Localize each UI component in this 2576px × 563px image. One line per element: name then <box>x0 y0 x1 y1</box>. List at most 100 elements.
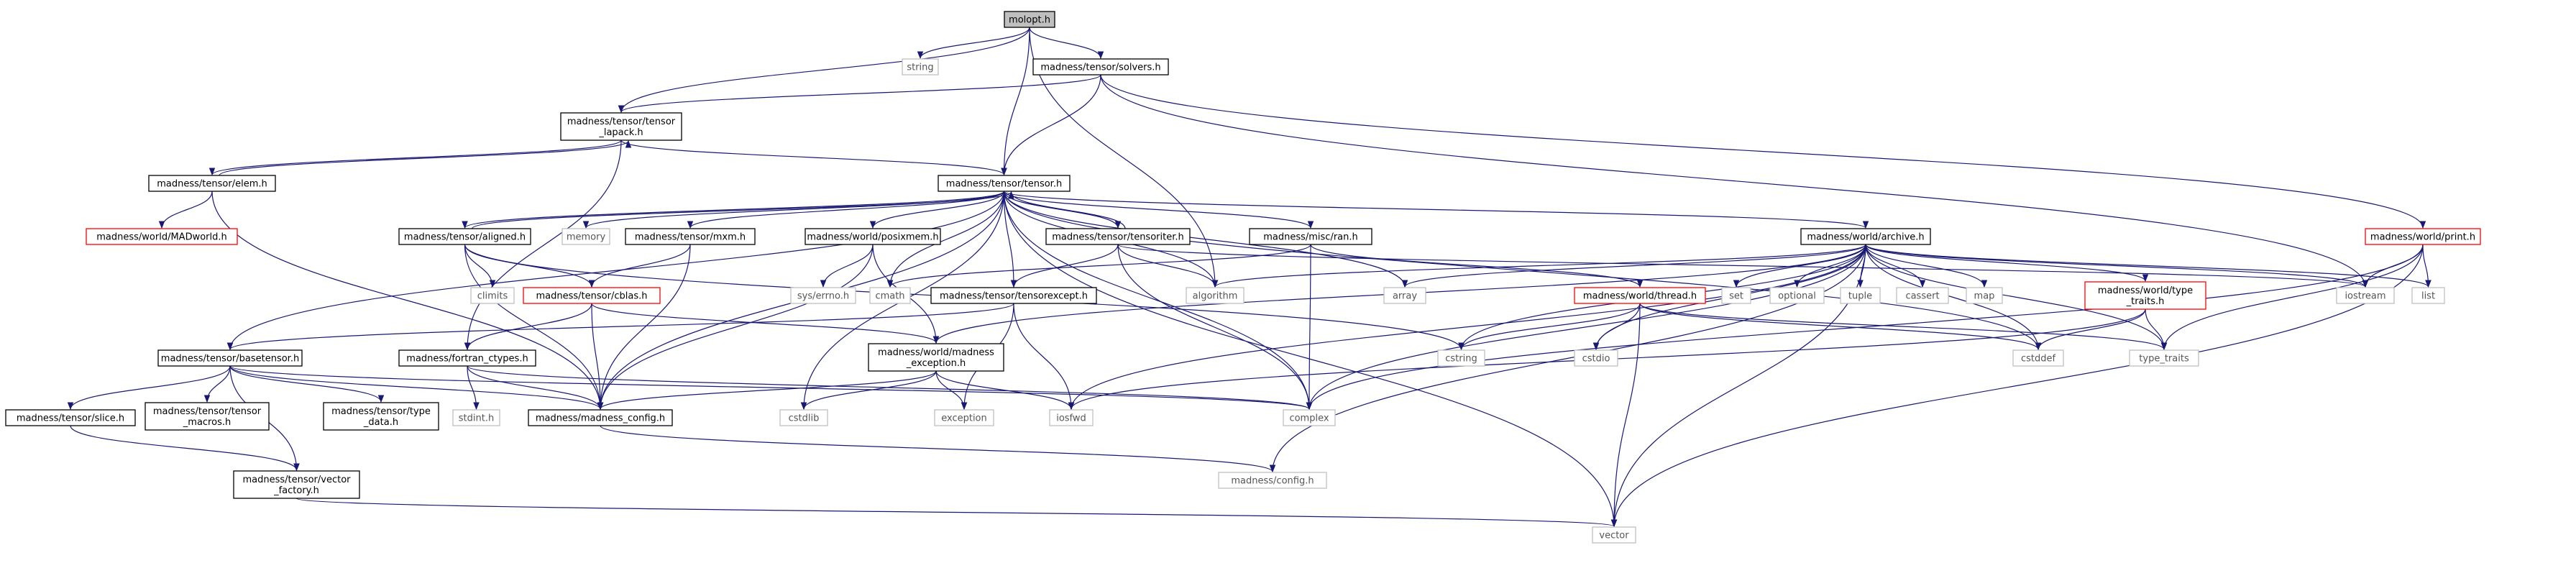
node-box <box>86 228 238 245</box>
node-label: sys/errno.h <box>797 291 849 302</box>
node-config_madness[interactable]: madness/madness_config.h <box>528 409 673 426</box>
node-box <box>1283 409 1336 426</box>
node-slice[interactable]: madness/tensor/slice.h <box>5 409 136 426</box>
node-type_traits: type_traits <box>2129 349 2199 367</box>
node-label: complex <box>1289 413 1329 424</box>
node-tensor_lapack[interactable]: madness/tensor/tensor_lapack.h <box>560 112 682 141</box>
node-elem[interactable]: madness/tensor/elem.h <box>148 175 276 192</box>
edge-tensor-to-complex <box>1003 191 1313 411</box>
node-tensorexcept[interactable]: madness/tensor/tensorexcept.h <box>930 287 1097 304</box>
node-fortran[interactable]: madness/fortran_ctypes.h <box>398 349 536 367</box>
node-map: map <box>1966 287 2003 304</box>
node-label: madness/world/posixmem.h <box>807 232 938 243</box>
node-box <box>233 470 360 499</box>
node-vector_factory[interactable]: madness/tensor/vector_factory.h <box>233 470 360 499</box>
node-stdint: stdint.h <box>452 409 500 426</box>
edge-archive-to-algorithm <box>1211 244 1866 288</box>
node-madexcept[interactable]: madness/world/madness_exception.h <box>868 343 1004 372</box>
node-tensoriter[interactable]: madness/tensor/tensoriter.h <box>1045 228 1191 245</box>
node-label: cstring <box>1445 354 1477 365</box>
edge-print-to-complex <box>1306 244 2424 411</box>
node-label: cstddef <box>2021 354 2056 365</box>
node-type_data[interactable]: madness/tensor/type_data.h <box>323 402 439 431</box>
node-label: cassert <box>1905 291 1939 302</box>
node-box <box>145 402 270 431</box>
node-label: array <box>1393 291 1417 302</box>
edge-elem-to-madworld <box>158 191 213 229</box>
node-array: array <box>1383 287 1426 304</box>
node-box <box>323 402 439 431</box>
node-tensor_macros[interactable]: madness/tensor/tensor_macros.h <box>145 402 270 431</box>
node-box <box>1769 287 1825 304</box>
node-cblas[interactable]: madness/tensor/cblas.h <box>523 287 661 304</box>
node-label: madness/tensor/aligned.h <box>404 232 526 243</box>
node-box <box>1249 228 1372 245</box>
node-type_traits_h[interactable]: madness/world/type_traits.h <box>2084 281 2206 310</box>
edge-tensor-to-aligned <box>462 191 1005 229</box>
edge-madexcept-to-config_madness <box>597 370 937 411</box>
node-label: madness/tensor/solvers.h <box>1040 63 1160 73</box>
edge-mxm-to-cblas <box>588 244 691 288</box>
node-print[interactable]: madness/world/print.h <box>2365 228 2481 245</box>
node-label: madness/tensor/type <box>331 406 431 417</box>
node-label: tuple <box>1848 291 1872 302</box>
edge-thread-to-vector <box>1610 303 1641 528</box>
edge-archive-to-array <box>1401 244 1866 288</box>
edge-madexcept-to-cstdlib <box>800 370 937 411</box>
node-solvers[interactable]: madness/tensor/solvers.h <box>1032 58 1169 75</box>
node-ran[interactable]: madness/misc/ran.h <box>1249 228 1372 245</box>
edge-archive-to-map <box>1865 244 1988 288</box>
node-label: molopt.h <box>1009 15 1050 26</box>
edge-solvers-to-iostream <box>1100 74 2369 288</box>
node-box <box>157 349 303 367</box>
edge-type_traits_h-to-type_traits <box>2145 308 2168 351</box>
edge-thread-to-cstdio <box>1592 303 1641 351</box>
node-box <box>452 409 500 426</box>
edge-print-to-list <box>2422 244 2431 288</box>
node-climits: climits <box>470 287 515 304</box>
edge-tensor-to-cmath <box>886 191 1005 288</box>
edge-solvers-to-print <box>1100 74 2426 229</box>
edge-archive-to-type_traits_h <box>1865 244 2149 283</box>
node-box <box>1045 228 1191 245</box>
node-box <box>625 228 756 245</box>
node-iostream: iostream <box>2336 287 2395 304</box>
node-box <box>938 175 1071 192</box>
node-label: madness/tensor/tensorexcept.h <box>940 291 1088 302</box>
node-label: madness/world/MADworld.h <box>96 232 227 243</box>
edge-archive-to-cassert <box>1865 244 1926 288</box>
node-tuple: tuple <box>1840 287 1881 304</box>
node-basetensor[interactable]: madness/tensor/basetensor.h <box>157 349 303 367</box>
node-box <box>2365 228 2481 245</box>
edge-tensor-to-memory <box>582 191 1005 229</box>
edge-cblas-to-fortran <box>464 303 592 351</box>
node-madworld[interactable]: madness/world/MADworld.h <box>86 228 238 245</box>
edge-tensor-to-tensoriter <box>1003 191 1122 229</box>
node-thread[interactable]: madness/world/thread.h <box>1574 287 1706 304</box>
node-tensor[interactable]: madness/tensor/tensor.h <box>938 175 1071 192</box>
edge-molopt-to-tensor <box>1001 27 1030 176</box>
node-cmath: cmath <box>869 287 911 304</box>
node-archive[interactable]: madness/world/archive.h <box>1800 228 1931 245</box>
node-label: _lapack.h <box>598 127 643 138</box>
edge-layer <box>67 27 2431 528</box>
edge-posixmem-to-config_madness <box>597 244 874 411</box>
node-posixmem[interactable]: madness/world/posixmem.h <box>805 228 941 245</box>
node-label: list <box>2421 291 2435 302</box>
node-label: exception <box>941 413 987 424</box>
edge-solvers-to-tensor_lapack <box>618 74 1101 114</box>
node-aligned[interactable]: madness/tensor/aligned.h <box>398 228 531 245</box>
edge-archive-to-type_traits <box>1865 244 2168 351</box>
node-label: madness/misc/ran.h <box>1263 232 1358 243</box>
edge-aligned-to-config_madness <box>464 244 604 411</box>
edge-solvers-to-tensor <box>1001 74 1101 176</box>
edge-basetensor-to-slice <box>67 365 231 411</box>
node-label: madness/tensor/tensor.h <box>946 179 1062 190</box>
node-molopt[interactable]: molopt.h <box>1004 11 1055 28</box>
edge-fortran-to-stdint <box>467 365 480 411</box>
edge-mxm-to-config_madness <box>597 244 691 411</box>
node-label: madness/world/print.h <box>2370 232 2475 243</box>
node-config: madness/config.h <box>1218 472 1327 489</box>
node-mxm[interactable]: madness/tensor/mxm.h <box>625 228 756 245</box>
